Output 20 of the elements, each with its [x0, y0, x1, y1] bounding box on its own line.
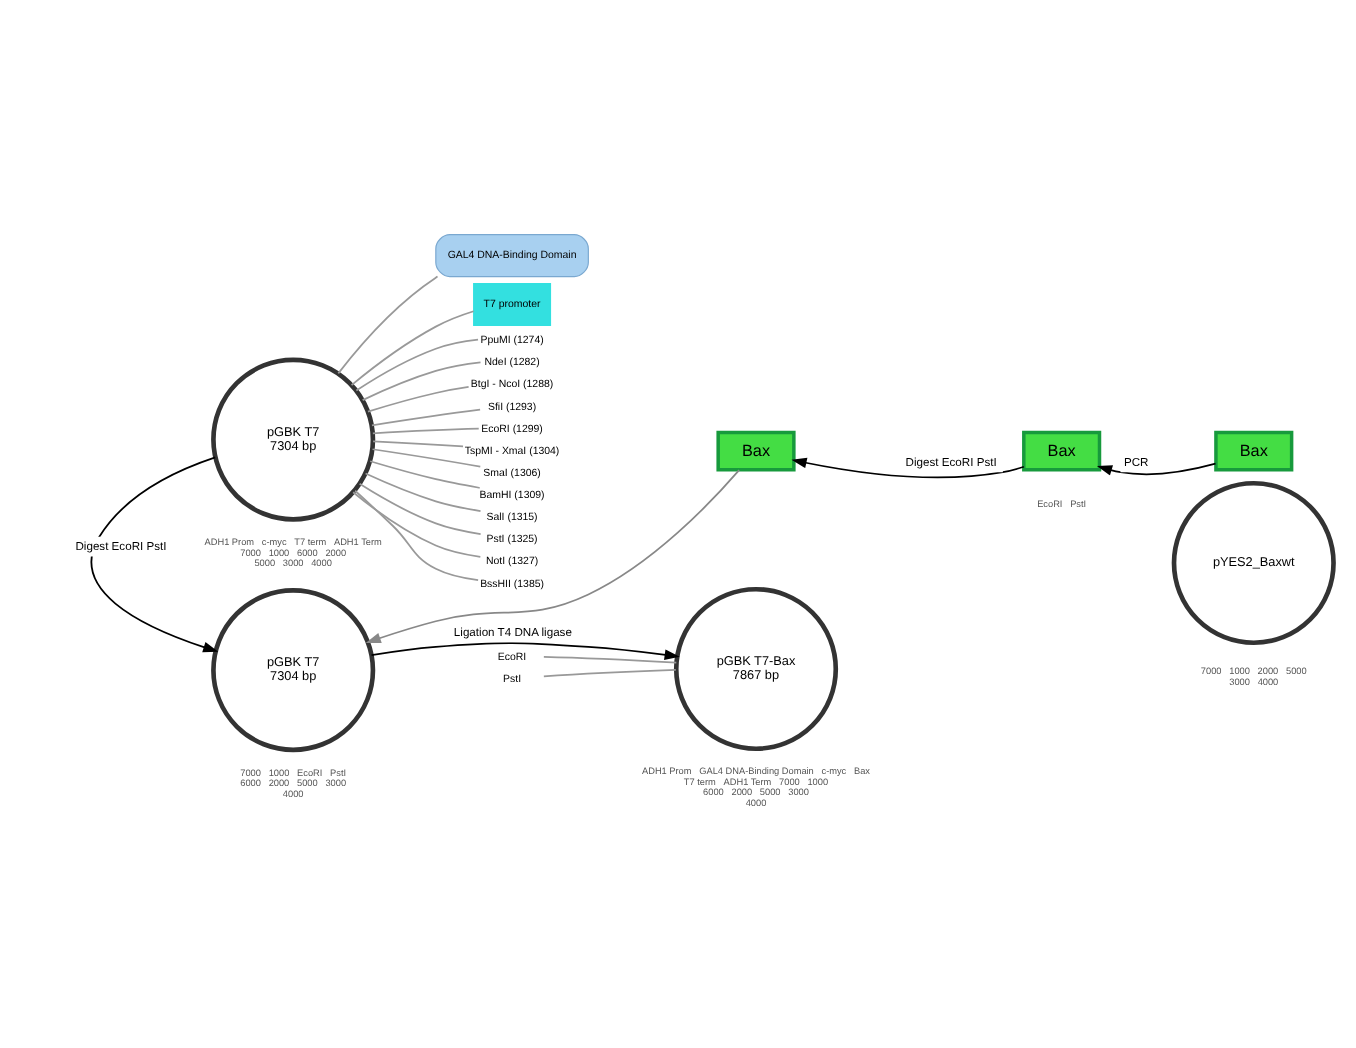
connector: [372, 440, 464, 448]
connector: [371, 427, 480, 435]
connector: [355, 338, 479, 392]
connector: [337, 275, 439, 375]
connector: [361, 361, 482, 401]
connector: [354, 489, 479, 581]
arrow: [791, 457, 1025, 479]
connector: [367, 386, 470, 413]
arrow: [1096, 462, 1217, 476]
arrow: [370, 642, 680, 661]
connector: [542, 669, 677, 678]
connector: [350, 310, 475, 386]
connector: [542, 656, 678, 664]
connector: [352, 491, 482, 558]
connector: [369, 460, 481, 489]
connector: [371, 448, 482, 468]
connector: [358, 482, 482, 535]
arrow: [90, 456, 219, 653]
connector: [364, 472, 482, 512]
connector: [371, 408, 481, 427]
